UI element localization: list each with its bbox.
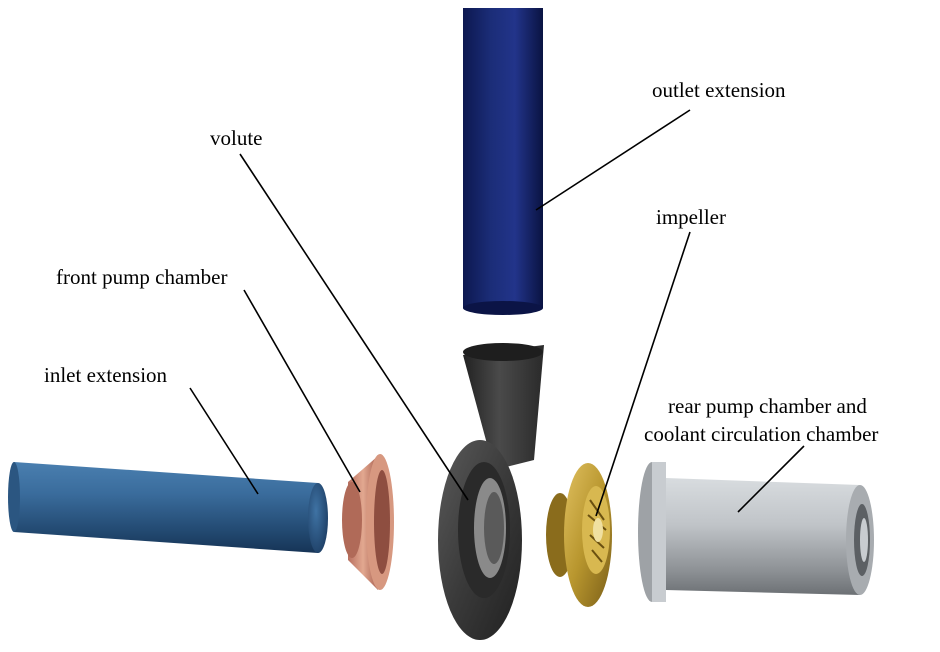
label-rear-chamber-line2: coolant circulation chamber [644, 422, 878, 446]
label-impeller: impeller [656, 205, 726, 229]
leader-front-pump-chamber [244, 290, 360, 492]
label-rear-chamber-line1: rear pump chamber and [668, 394, 867, 418]
rear-chamber-part [638, 462, 874, 602]
outlet-extension-part [463, 8, 543, 315]
leader-volute [240, 154, 468, 500]
volute-part [438, 343, 544, 640]
label-volute: volute [210, 126, 263, 150]
label-outlet-extension: outlet extension [652, 78, 786, 102]
impeller-part [546, 463, 612, 607]
label-front-pump-chamber: front pump chamber [56, 265, 227, 289]
leader-outlet-extension [536, 110, 690, 210]
inlet-extension-part [8, 462, 328, 553]
label-inlet-extension: inlet extension [44, 363, 167, 387]
leader-impeller [596, 232, 690, 516]
